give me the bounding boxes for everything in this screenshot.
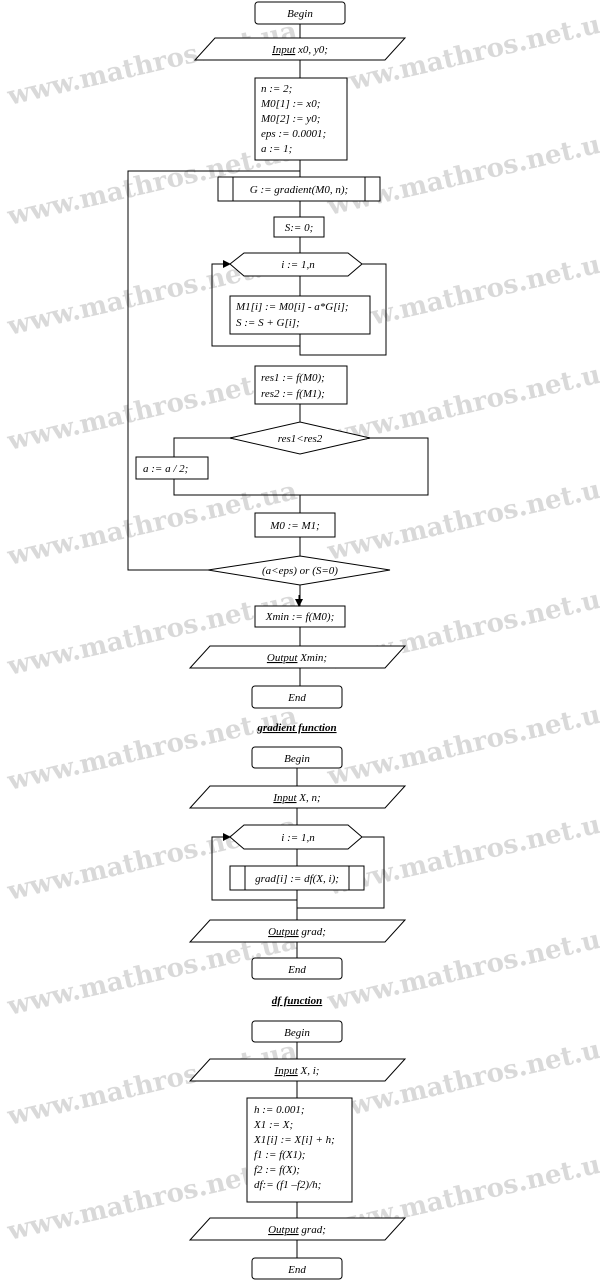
s-init-label: S:= 0; [285, 222, 314, 234]
gradient-flowchart: gradient function Begin Input X, n; i :=… [188, 722, 407, 980]
input-vars: X, i; [298, 1065, 320, 1077]
main-flowchart: Begin Input x0, y0; n := 2; M0[1] := x0;… [127, 1, 429, 709]
halve-label: a := a / 2; [143, 463, 188, 475]
output-block [188, 919, 407, 943]
df-body-line: f1 := f(X1); [254, 1149, 305, 1161]
df-flowchart: df function Begin Input X, i; h := 0.001… [188, 995, 407, 1280]
input-label: Input X, n; [272, 792, 320, 804]
init-line: eps := 0.0001; [261, 128, 326, 140]
init-block [254, 77, 348, 161]
output-keyword: Output [268, 926, 300, 938]
input-keyword: Input [271, 44, 296, 56]
watermark-text: www.mathros.net.ua [324, 126, 600, 222]
gradient-call-label: G := gradient(M0, n); [250, 184, 348, 196]
for-loop-label: i := 1,n [281, 832, 315, 844]
repeat-back-edge [127, 170, 300, 571]
decision-diamond [229, 421, 371, 455]
end-block [251, 1257, 343, 1280]
gradient-call-block [217, 176, 381, 202]
init-line: n := 2; [261, 83, 292, 95]
loop-back-edge [296, 836, 385, 909]
output-keyword: Output [267, 652, 299, 664]
output-block [188, 645, 407, 669]
loop-body-block [229, 295, 371, 335]
res-block [254, 365, 348, 405]
assign-label: M0 := M1; [269, 520, 320, 532]
begin-block [254, 1, 346, 25]
df-call-block [229, 865, 365, 891]
gradient-title: gradient function [256, 722, 336, 734]
output-label: Output grad; [268, 1224, 326, 1236]
df-title: df function [272, 995, 322, 1007]
loop-body-line: M1[i] := M0[i] - a*G[i]; [235, 301, 349, 313]
assign-block [254, 512, 336, 538]
if-no-edge [300, 437, 429, 496]
output-keyword: Output [268, 1224, 300, 1236]
end-label: End [287, 964, 306, 976]
init-line: M0[1] := x0; [260, 98, 320, 110]
df-body-line: X1[i] := X[i] + h; [253, 1134, 335, 1146]
loop-back-edge [299, 263, 387, 356]
begin-label: Begin [287, 8, 313, 20]
df-body-line: df:= (f1 –f2)/h; [254, 1179, 321, 1191]
res-line: res1 := f(M0); [261, 372, 325, 384]
for-loop-block [229, 824, 363, 850]
if-yes-edge [173, 437, 230, 457]
s-init-block [273, 216, 325, 238]
output-block [188, 1217, 407, 1241]
begin-block [251, 1020, 343, 1043]
df-call-label: grad[i] := df(X, i); [255, 873, 339, 885]
input-block [193, 37, 407, 61]
output-vars: Xmin; [297, 652, 327, 664]
input-keyword: Input [274, 1065, 299, 1077]
end-label: End [287, 692, 306, 704]
begin-label: Begin [284, 1027, 310, 1039]
arrowheads [222, 260, 303, 841]
halve-block [135, 456, 209, 480]
begin-block [251, 746, 343, 769]
input-block [188, 785, 407, 809]
input-label: Input X, i; [274, 1065, 320, 1077]
watermark-text: www.mathros.net.ua [324, 806, 600, 902]
res-line: res2 := f(M1); [261, 388, 325, 400]
input-label: Input x0, y0; [271, 44, 328, 56]
output-label: Output Xmin; [267, 652, 327, 664]
df-body-block [246, 1097, 353, 1203]
input-vars: x0, y0; [295, 44, 328, 56]
for-loop-label: i := 1,n [281, 259, 315, 271]
end-block [251, 957, 343, 980]
watermark-text: www.mathros.net.ua [324, 471, 600, 567]
init-line: M0[2] := y0; [260, 113, 320, 125]
loop-body-line: S := S + G[i]; [236, 317, 300, 329]
output-label: Output grad; [268, 926, 326, 938]
df-body-line: h := 0.001; [254, 1104, 305, 1116]
until-block [207, 555, 391, 586]
end-label: End [287, 1264, 306, 1276]
df-body-line: X1 := X; [253, 1119, 293, 1131]
df-body-line: f2 := f(X); [254, 1164, 300, 1176]
output-vars: grad; [299, 926, 326, 938]
xmin-label: Xmin := f(M0); [265, 611, 335, 623]
input-vars: X, n; [297, 792, 321, 804]
input-block [188, 1058, 407, 1082]
watermark-text: www.mathros.net.ua [324, 696, 600, 792]
begin-label: Begin [284, 753, 310, 765]
end-block [251, 685, 343, 709]
output-vars: grad; [299, 1224, 326, 1236]
condition-label: res1<res2 [278, 433, 323, 445]
for-loop-block [229, 252, 363, 277]
init-line: a := 1; [261, 143, 292, 155]
until-label: (a<eps) or (S=0) [262, 565, 338, 577]
if-merge-edge [173, 479, 300, 496]
input-keyword: Input [272, 792, 297, 804]
